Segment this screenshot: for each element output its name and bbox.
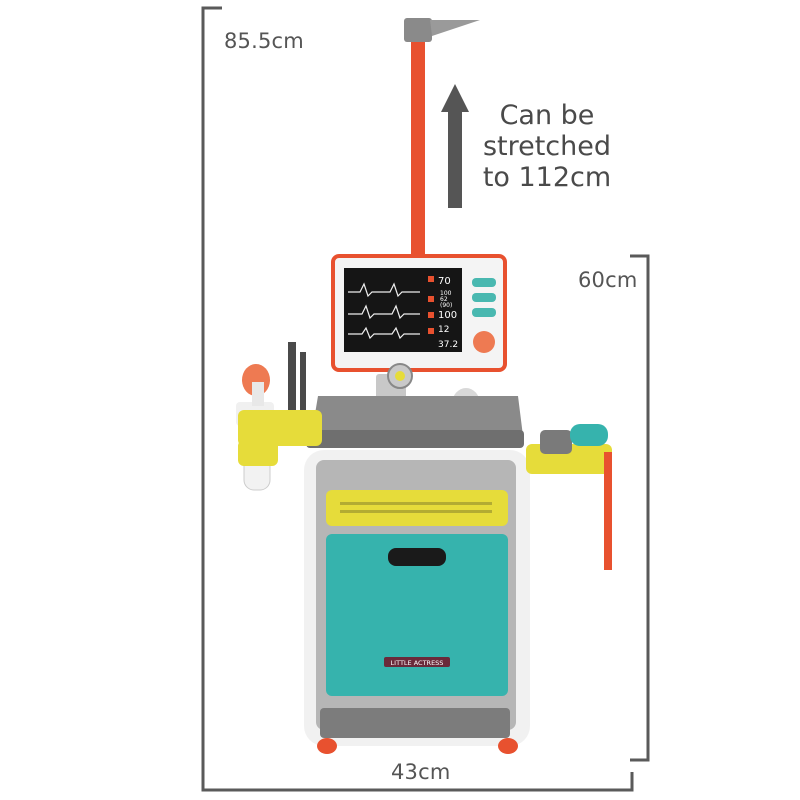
bp-top-readout: 100 [440, 290, 452, 297]
iv-pole [404, 18, 480, 262]
spo2-readout: 100 [438, 310, 457, 321]
right-tray [526, 424, 612, 570]
height-label: 85.5cm [224, 29, 304, 53]
bp-bottom-readout: (90) [440, 302, 452, 309]
stretch-note-line1: Can be [499, 100, 595, 131]
brand-label: LITTLE ACTRESS [391, 659, 444, 667]
up-arrow-icon [441, 84, 469, 208]
height-dimension-line [201, 6, 634, 792]
depth-dimension-line [630, 254, 650, 762]
left-tray [236, 342, 322, 491]
vital-signs-monitor: 70 100 62 (90) 100 12 37.2 [331, 254, 507, 372]
hr-readout: 70 [438, 276, 451, 287]
cart-body: LITTLE ACTRESS [304, 396, 530, 754]
depth-label: 60cm [578, 268, 638, 292]
stretch-note: Can be stretched to 112cm [472, 100, 622, 193]
width-label: 43cm [391, 760, 451, 784]
stretch-note-line3: to 112cm [482, 162, 612, 193]
bp-mid-readout: 62 [440, 296, 448, 303]
temp-readout: 37.2 [438, 340, 458, 350]
stretch-note-line2: stretched [482, 131, 612, 162]
resp-readout: 12 [438, 325, 449, 335]
